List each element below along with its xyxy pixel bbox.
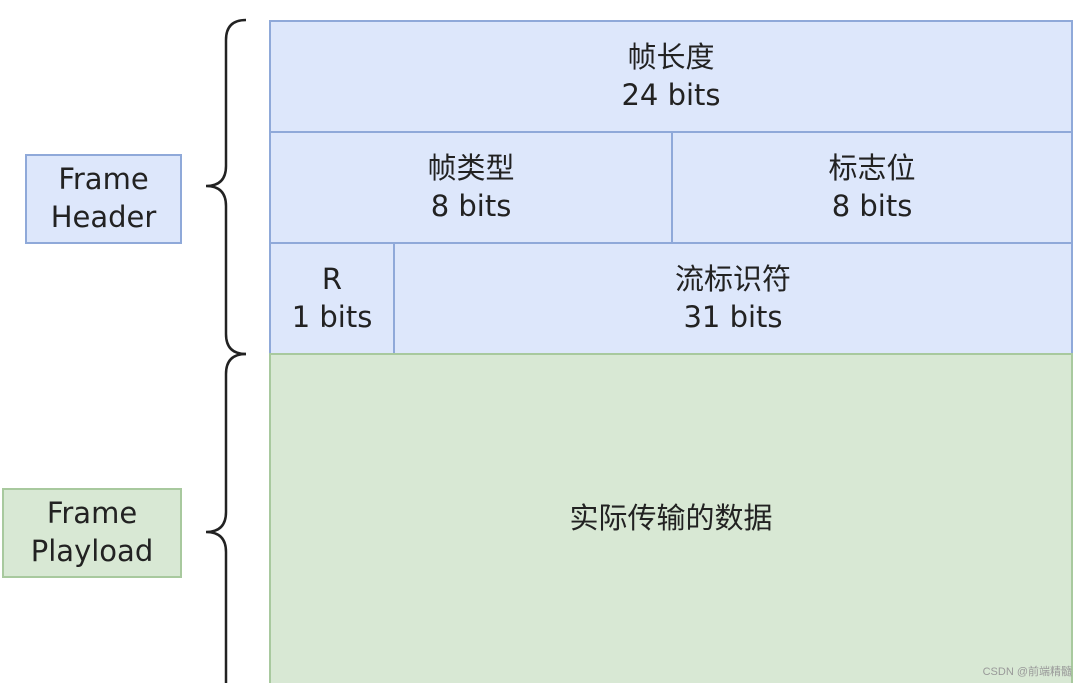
field-frame-type: 帧类型 8 bits — [269, 131, 673, 244]
watermark: CSDN @前端精髓 — [982, 666, 1072, 678]
field-stream-id-name: 流标识符 — [674, 261, 791, 296]
field-reserved-name: R — [321, 261, 343, 296]
payload-brace — [205, 352, 247, 683]
braces-graphic — [205, 18, 247, 683]
field-reserved-size: 1 bits — [291, 299, 373, 334]
field-frame-length-size: 24 bits — [621, 77, 721, 112]
field-frame-length: 帧长度 24 bits — [269, 20, 1073, 133]
field-payload: 实际传输的数据 — [269, 353, 1073, 683]
header-brace — [205, 18, 247, 356]
field-flags: 标志位 8 bits — [671, 131, 1073, 244]
field-frame-type-name: 帧类型 — [427, 150, 515, 185]
frame-header-label-line1: Frame — [58, 162, 149, 197]
frame-header-label: Frame Header — [25, 154, 182, 244]
frame-payload-label-line2: Playload — [30, 534, 154, 568]
frame-header-label-line2: Header — [50, 200, 157, 234]
field-frame-type-size: 8 bits — [430, 188, 512, 223]
field-stream-id: 流标识符 31 bits — [393, 242, 1073, 355]
frame-payload-label-line1: Frame — [46, 496, 138, 531]
field-frame-length-name: 帧长度 — [627, 39, 715, 74]
field-flags-size: 8 bits — [831, 188, 913, 223]
field-payload-text: 实际传输的数据 — [569, 501, 773, 536]
field-reserved: R 1 bits — [269, 242, 395, 355]
field-stream-id-size: 31 bits — [683, 299, 783, 334]
field-flags-name: 标志位 — [828, 150, 916, 185]
frame-payload-label: Frame Playload — [2, 488, 182, 578]
